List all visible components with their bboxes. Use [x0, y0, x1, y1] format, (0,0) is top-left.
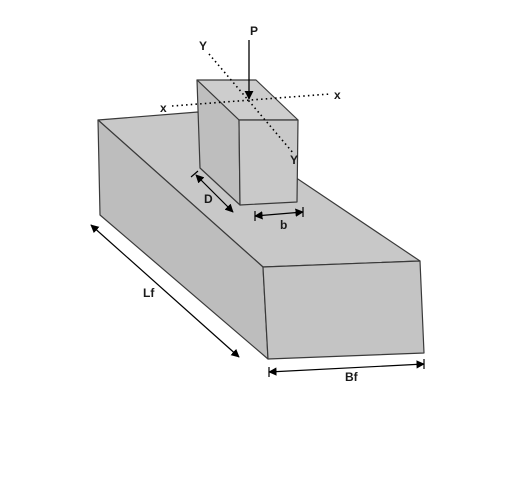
x-axis-label-right: x [334, 88, 341, 102]
x-axis-line [171, 93, 331, 107]
y-axis-label-top: Y [199, 39, 207, 53]
column-front-face [238, 119, 299, 206]
load-label: P [250, 24, 258, 38]
dimension-d-tick [190, 170, 199, 178]
dimension-lf-line [90, 224, 240, 358]
dimension-lf-label: Lf [143, 286, 155, 300]
column [196, 79, 299, 206]
dimension-d-line [195, 174, 234, 213]
dimension-bf-line [268, 360, 425, 376]
y-axis-line [208, 53, 295, 155]
x-axis-label-left: x [160, 101, 167, 115]
dimension-b-label: b [280, 218, 287, 232]
dimension-d-label: D [204, 192, 213, 206]
dimension-b-line [254, 208, 304, 220]
footing-front-face [262, 260, 425, 360]
y-axis-label-bottom: Y [290, 153, 298, 167]
dimension-bf-label: Bf [345, 370, 359, 384]
